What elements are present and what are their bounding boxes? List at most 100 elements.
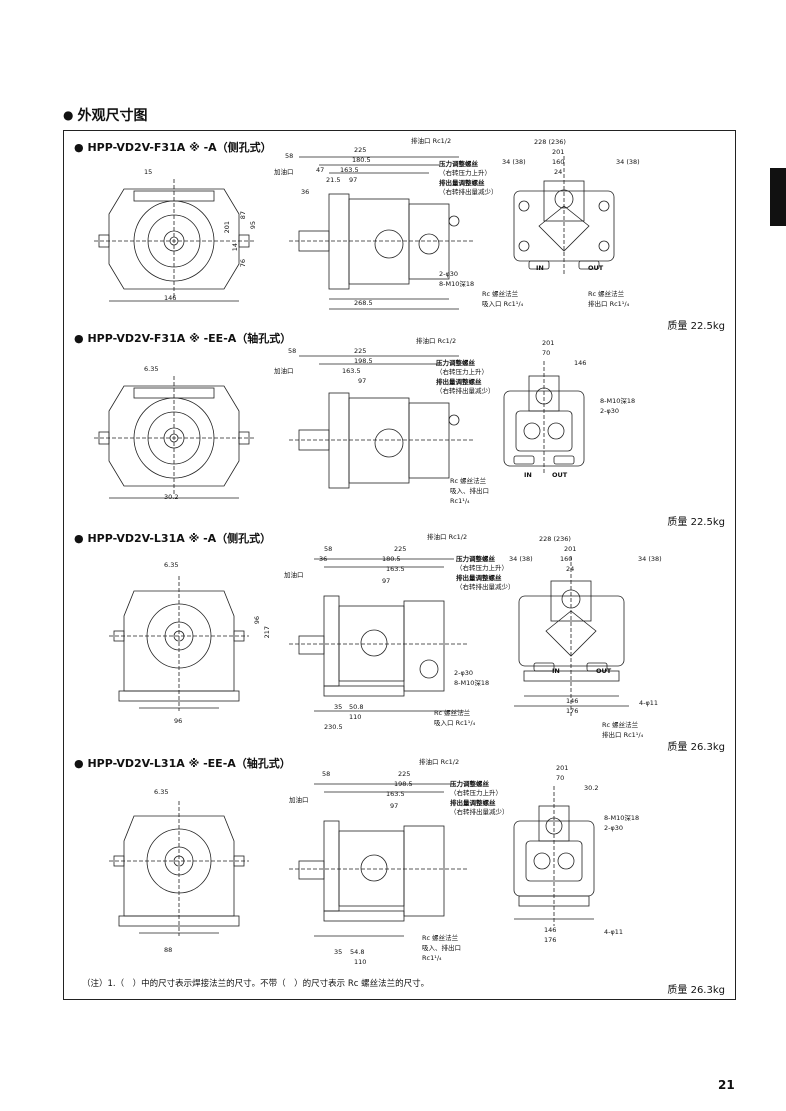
dim-label: 35 [334, 703, 343, 711]
hole-label: 2-φ30 [600, 407, 620, 415]
dim-label: 36 [319, 555, 328, 563]
ports-label: 吸入、排出口 [422, 944, 461, 952]
dim-label: 198.5 [394, 780, 413, 788]
page-heading: 外观尺寸图 [77, 108, 148, 124]
pressure-note: （右转压力上升） [439, 169, 491, 177]
hole-label: 2-φ30 [454, 669, 474, 677]
dim-label: 36 [301, 188, 310, 196]
discharge-label: 排出口 Rc1¹/₄ [602, 731, 644, 739]
page-number: 21 [718, 1078, 735, 1092]
flow-note: （右转排出量减少） [450, 808, 509, 816]
dim-label: 110 [349, 713, 362, 721]
dim-label: 34 (38) [616, 158, 640, 166]
dim-label: 30.2 [584, 784, 599, 792]
dim-label: 70 [542, 349, 551, 357]
dim-label: 14 [231, 243, 239, 252]
side-view [279, 348, 479, 508]
page-title: ● 外观尺寸图 [63, 105, 147, 125]
rear-view [494, 356, 594, 476]
dim-label: 24 [554, 168, 563, 176]
dim-label: 34 (38) [638, 555, 662, 563]
dim-label: 96 [253, 616, 261, 625]
fill-port-label: 加油口 [284, 571, 304, 579]
flow-adj-label: 排出量调整螺丝 [450, 799, 496, 807]
flange-label: Rc 螺丝法兰 [434, 709, 471, 717]
section-title: ● HPP-VD2V-L31A ※ -EE-A（轴孔式） [74, 757, 291, 770]
dim-label: 15 [144, 168, 153, 176]
bolt-label: 8-M10深18 [439, 280, 475, 288]
dim-label: 88 [164, 946, 173, 954]
fill-port-label: 加油口 [274, 367, 294, 375]
dim-label: 58 [288, 347, 297, 355]
dim-label: 225 [398, 770, 411, 778]
dim-label: 87 [239, 211, 247, 220]
dim-label: 228 (236) [534, 138, 566, 146]
drawing-frame: ● HPP-VD2V-F31A ※ -A（侧孔式） 质量 22.5kg 15 1… [63, 130, 736, 1000]
in-port-label: IN [536, 264, 544, 272]
front-view [109, 801, 249, 941]
bolt-label: 8-M10深18 [454, 679, 490, 687]
port-size-label: Rc1¹/₄ [450, 497, 470, 505]
dim-label: 176 [566, 707, 579, 715]
bullet-icon: ● [63, 108, 74, 122]
dim-label: 198.5 [354, 357, 373, 365]
dim-label: 34 (38) [502, 158, 526, 166]
drain-label: 排油口 Rc1/2 [416, 337, 457, 345]
dim-label: 225 [394, 545, 407, 553]
bolt-label: 8-M10深18 [600, 397, 636, 405]
mass-label: 质量 22.5kg [667, 321, 725, 332]
section-l31a-side: ● HPP-VD2V-L31A ※ -A（侧孔式） 质量 26.3kg 6.35… [64, 526, 735, 753]
dim-label: 160 [560, 555, 573, 563]
dim-label: 201 [552, 148, 565, 156]
rear-view [504, 781, 604, 931]
section-title: ● HPP-VD2V-F31A ※ -A（侧孔式） [74, 141, 272, 154]
front-view [109, 576, 249, 716]
dim-label: 76 [239, 259, 247, 268]
dim-label: 58 [285, 152, 294, 160]
dim-label: 24 [566, 565, 575, 573]
pressure-note: （右转压力上升） [436, 368, 488, 376]
flange-label: Rc 螺丝法兰 [588, 290, 625, 298]
mass-label: 质量 26.3kg [667, 742, 725, 753]
dim-label: 201 [564, 545, 577, 553]
foot-holes-label: 4-φ11 [639, 699, 659, 707]
dim-label: 6.35 [154, 788, 169, 796]
dim-label: 95 [249, 221, 257, 230]
dim-label: 163.5 [340, 166, 359, 174]
flow-adj-label: 排出量调整螺丝 [436, 378, 482, 386]
pressure-adj-label: 压力调整螺丝 [450, 780, 489, 788]
dim-label: 58 [324, 545, 333, 553]
dim-label: 70 [556, 774, 565, 782]
drain-label: 排油口 Rc1/2 [419, 758, 460, 766]
pressure-adj-label: 压力调整螺丝 [439, 160, 478, 168]
fill-port-label: 加油口 [274, 168, 294, 176]
dim-label: 146 [566, 697, 579, 705]
dim-label: 230.5 [324, 723, 343, 731]
dim-label: 97 [390, 802, 399, 810]
suction-label: 吸入口 Rc1¹/₄ [434, 719, 476, 727]
dim-label: 160 [552, 158, 565, 166]
dim-label: 146 [574, 359, 587, 367]
dim-label: 146 [544, 926, 557, 934]
in-port-label: IN [524, 471, 532, 479]
side-view [284, 776, 474, 946]
chapter-tab [770, 168, 786, 226]
flow-note: （右转排出量减少） [436, 387, 495, 395]
fill-port-label: 加油口 [289, 796, 309, 804]
dim-label: 163.5 [386, 565, 405, 573]
flange-label: Rc 螺丝法兰 [602, 721, 639, 729]
side-view [279, 149, 479, 319]
front-view [94, 169, 254, 309]
mass-label: 质量 26.3kg [667, 985, 725, 996]
flow-note: （右转排出量减少） [439, 188, 498, 196]
dim-label: 180.5 [382, 555, 401, 563]
hole-label: 2-φ30 [604, 824, 624, 832]
mass-label: 质量 22.5kg [667, 517, 725, 528]
dim-label: 217 [263, 626, 271, 639]
section-title: ● HPP-VD2V-F31A ※ -EE-A（轴孔式） [74, 332, 292, 345]
flow-adj-label: 排出量调整螺丝 [456, 574, 502, 582]
footnote: （注）1.（ ）中的尺寸表示焊接法兰的尺寸。不带（ ）的尺寸表示 Rc 螺丝法兰… [82, 979, 430, 989]
dim-label: 163.5 [386, 790, 405, 798]
dim-label: 34 (38) [509, 555, 533, 563]
rear-view [504, 151, 624, 281]
